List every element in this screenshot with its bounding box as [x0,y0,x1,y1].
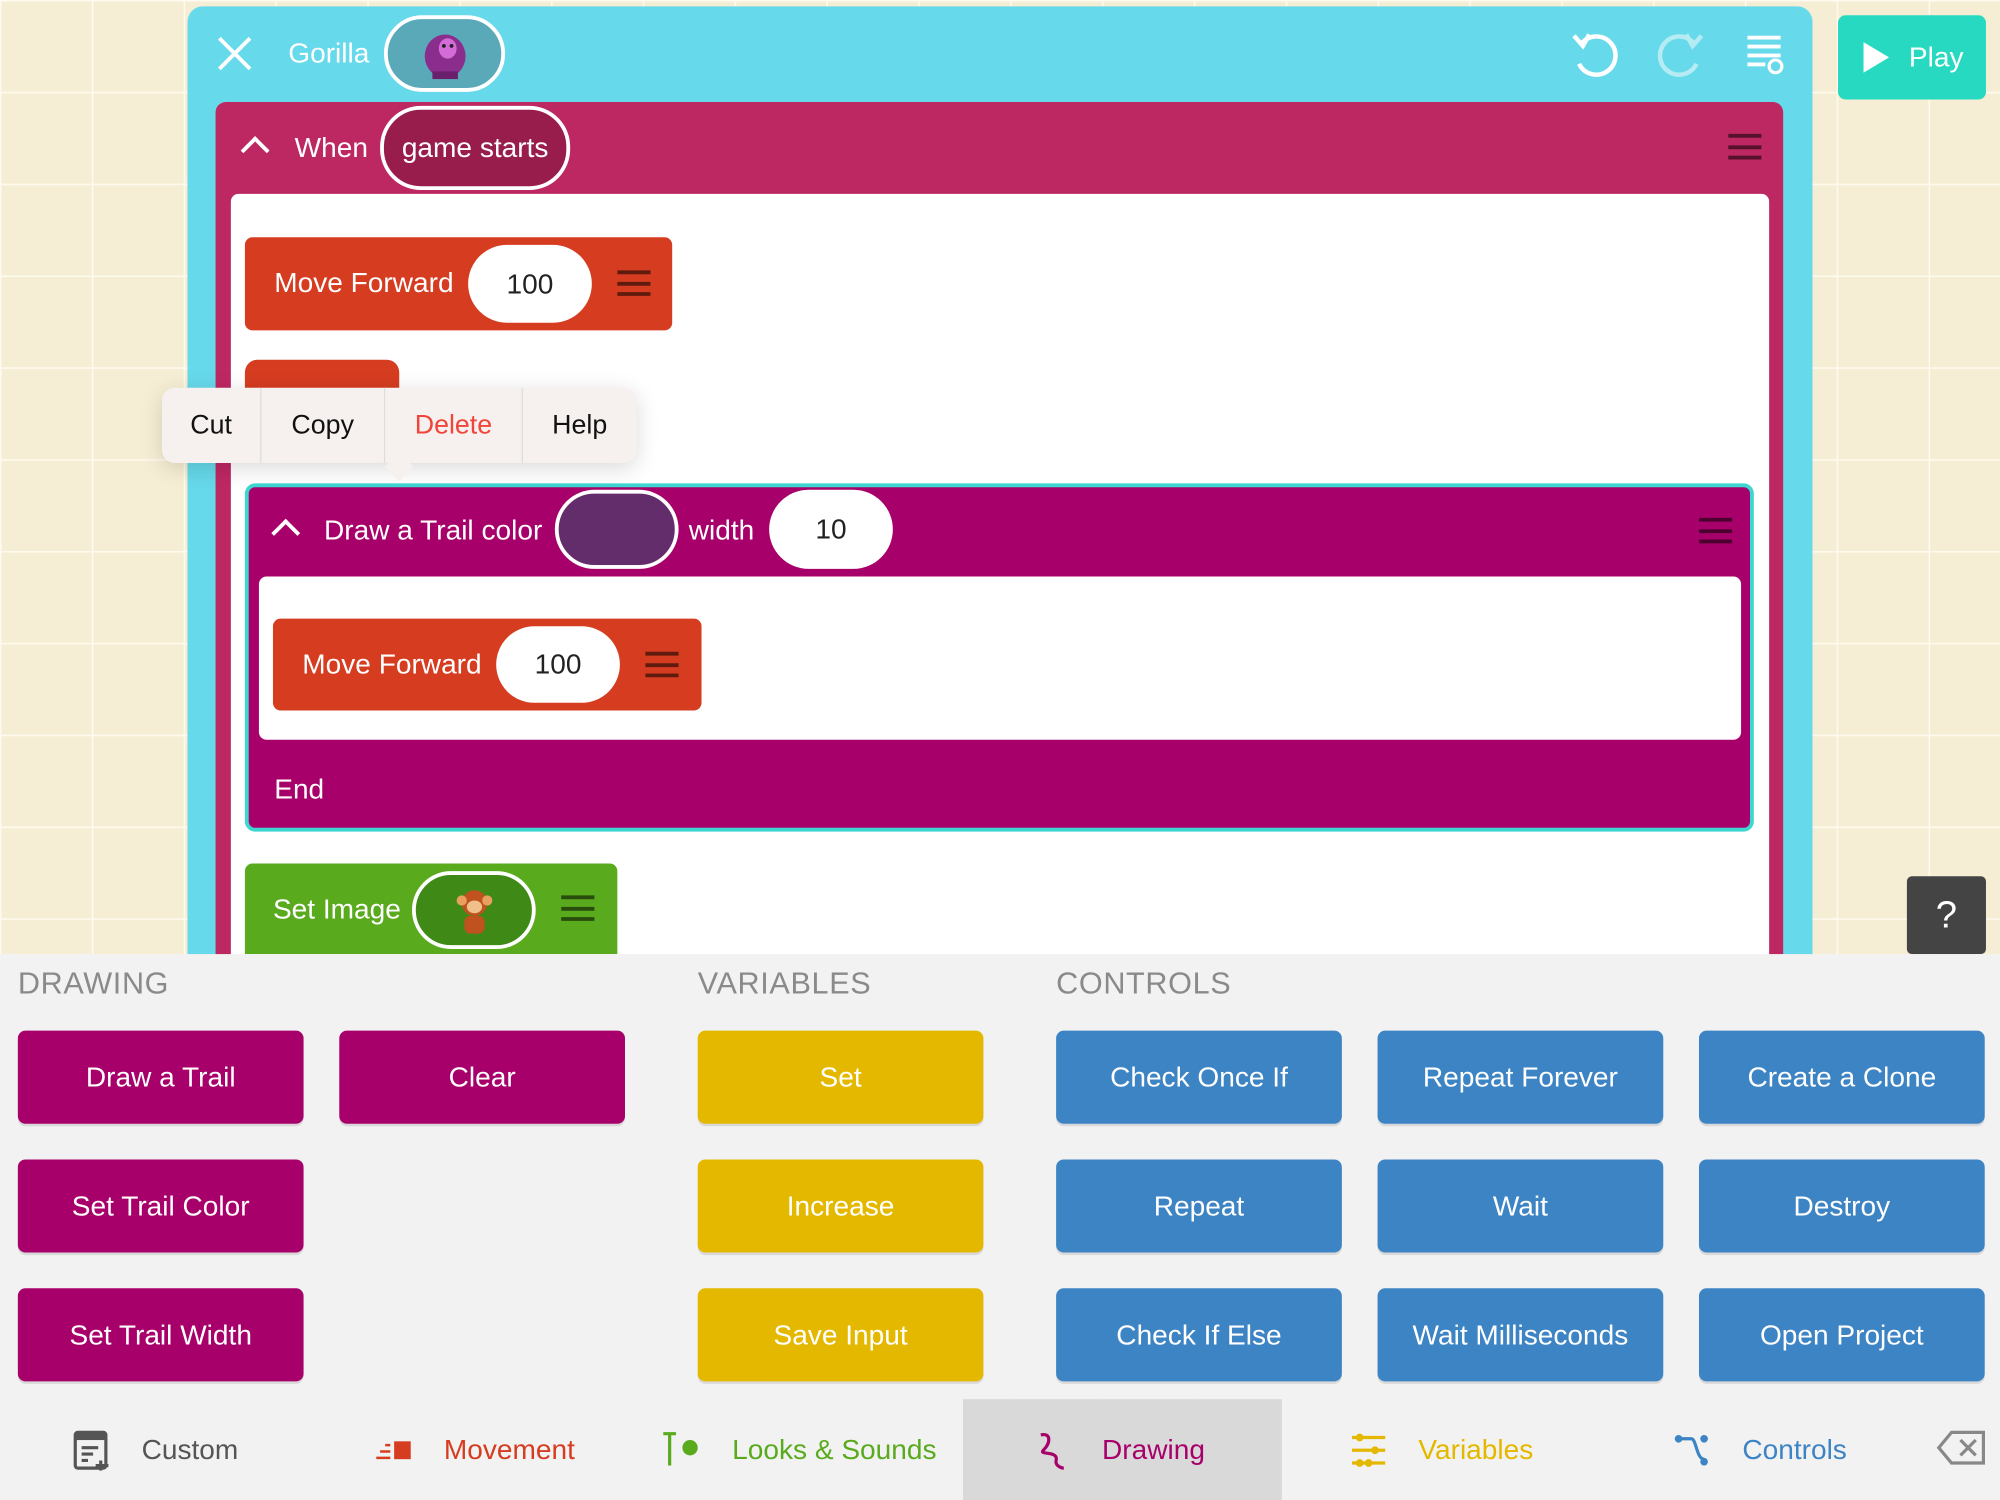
cut-menu-item[interactable]: Cut [162,387,262,464]
distance-input[interactable]: 100 [468,244,592,323]
tab-label: Controls [1742,1433,1847,1465]
controls-icon [1674,1434,1708,1465]
help-menu-item[interactable]: Help [552,410,608,440]
palette-increase[interactable]: Increase [697,1159,984,1253]
tab-looks-sounds[interactable]: Looks & Sounds [661,1399,937,1500]
set-image-block[interactable]: Set Image [244,863,618,955]
tab-label: Drawing [1102,1433,1205,1465]
palette-clear[interactable]: Clear [339,1030,625,1124]
palette-open-project[interactable]: Open Project [1698,1288,1985,1382]
help-button[interactable]: ? [1906,876,1986,955]
looks-sounds-icon [663,1431,698,1465]
gorilla-icon [424,34,465,80]
section-title-drawing: DRAWING [17,966,170,1002]
block-label: Move Forward [274,266,454,299]
draw-trail-block[interactable]: Draw a Trail color width 10 End [244,483,1754,832]
tab-label: Looks & Sounds [732,1433,937,1465]
close-icon[interactable] [217,36,253,72]
selected-tab-highlight [963,1399,1282,1500]
palette-set-trail-width[interactable]: Set Trail Width [17,1288,304,1382]
block-menu-icon[interactable] [1698,517,1733,544]
trail-label: Draw a Trail color [323,514,543,546]
palette-destroy[interactable]: Destroy [1698,1159,1985,1253]
palette-draw-a-trail[interactable]: Draw a Trail [17,1030,304,1124]
width-value: 10 [815,512,847,545]
movement-icon [376,1440,411,1459]
palette-wait[interactable]: Wait [1377,1159,1664,1253]
tab-variables[interactable]: Variables [1349,1399,1533,1500]
palette-save-input[interactable]: Save Input [697,1288,984,1382]
sprite-avatar-button[interactable] [383,15,506,92]
block-label: Move Forward [302,647,482,680]
context-menu: Cut Copy Delete Help [161,387,637,464]
delete-backspace-icon[interactable] [1936,1429,1987,1474]
section-title-variables: VARIABLES [697,966,872,1002]
block-menu-icon[interactable] [1728,133,1762,160]
palette-set-trail-color[interactable]: Set Trail Color [17,1159,304,1253]
palette-set[interactable]: Set [697,1030,984,1124]
tab-label: Custom [141,1433,239,1465]
undo-icon[interactable] [1569,28,1623,88]
collapse-chevron-icon[interactable] [240,136,270,165]
tab-custom[interactable]: Custom [73,1399,239,1500]
event-selector[interactable]: game starts [380,105,571,191]
collapse-chevron-icon[interactable] [271,518,301,548]
section-title-controls: CONTROLS [1056,966,1232,1002]
copy-menu-item[interactable]: Copy [261,387,386,464]
monkey-icon [455,889,492,934]
event-value: game starts [401,131,549,164]
width-input[interactable]: 10 [769,489,893,569]
play-button[interactable]: Play [1838,15,1986,100]
distance-value: 100 [506,267,554,300]
palette-wait-milliseconds[interactable]: Wait Milliseconds [1377,1288,1664,1382]
script-list-icon[interactable] [1745,33,1788,83]
block-label: Set Image [272,892,401,925]
tab-controls[interactable]: Controls [1673,1399,1847,1500]
tab-label: Movement [443,1433,575,1465]
end-label: End [274,772,325,805]
block-menu-icon[interactable] [617,270,651,296]
palette-check-once-if[interactable]: Check Once If [1056,1030,1342,1124]
image-picker[interactable] [411,871,536,949]
variables-icon [1352,1433,1386,1467]
drawing-icon [1040,1432,1064,1470]
help-label: ? [1935,893,1958,936]
redo-icon[interactable] [1653,28,1707,88]
width-label: width [688,514,755,546]
block-menu-icon[interactable] [561,895,595,921]
tab-drawing[interactable]: Drawing [1033,1399,1205,1500]
distance-input[interactable]: 100 [496,626,620,703]
sprite-name: Gorilla [288,36,370,69]
palette-create-a-clone[interactable]: Create a Clone [1698,1030,1985,1124]
palette-repeat-forever[interactable]: Repeat Forever [1377,1030,1664,1124]
play-label: Play [1908,40,1964,73]
move-forward-block[interactable]: Move Forward 100 [272,618,702,711]
trail-color-picker[interactable] [554,489,679,569]
block-menu-icon[interactable] [645,651,679,678]
block-palette [0,954,2000,1400]
palette-check-if-else[interactable]: Check If Else [1056,1288,1342,1382]
delete-menu-item[interactable]: Delete [385,387,523,464]
palette-repeat[interactable]: Repeat [1056,1159,1342,1253]
tab-movement[interactable]: Movement [375,1399,575,1500]
play-icon [1863,42,1889,73]
when-label: When [294,131,368,164]
custom-icon [73,1430,109,1471]
move-forward-block[interactable]: Move Forward 100 [244,237,673,331]
tab-label: Variables [1418,1433,1534,1465]
distance-value: 100 [534,647,582,680]
